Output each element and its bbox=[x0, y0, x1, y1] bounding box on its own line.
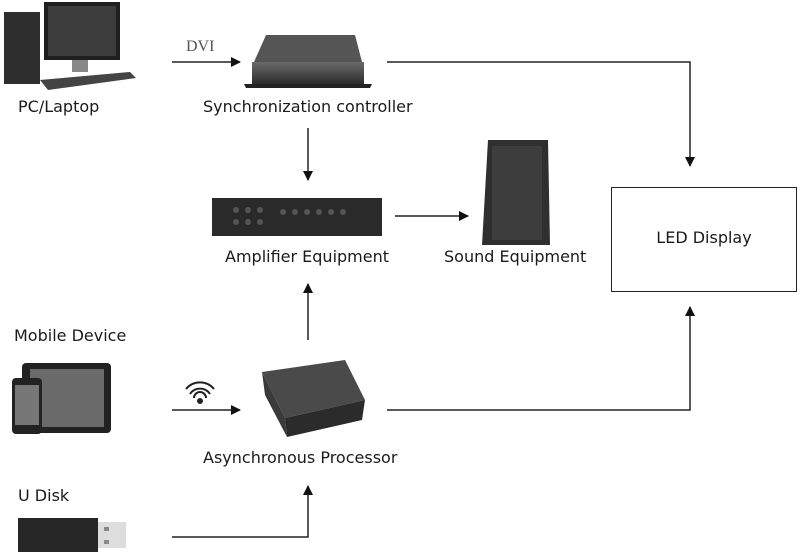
speaker-icon bbox=[482, 140, 550, 245]
desktop-computer-icon bbox=[4, 2, 136, 90]
sync-label: Synchronization controller bbox=[203, 97, 413, 116]
led-display-box: LED Display bbox=[611, 187, 797, 292]
async-processor-box-icon bbox=[262, 360, 365, 437]
amp-label: Amplifier Equipment bbox=[225, 247, 390, 266]
dvi-label: DVI bbox=[186, 38, 215, 55]
tablet-phone-icon bbox=[12, 363, 111, 434]
udisk-label: U Disk bbox=[18, 486, 70, 505]
edge-async-led bbox=[387, 306, 695, 411]
led-display-label: LED Display bbox=[656, 228, 752, 247]
pc-label: PC/Laptop bbox=[18, 97, 100, 116]
usb-drive-icon bbox=[18, 518, 126, 552]
async-label: Asynchronous Processor bbox=[203, 448, 398, 467]
edge-udisk-async bbox=[172, 485, 313, 538]
rack-amplifier-icon bbox=[212, 198, 382, 236]
sound-label: Sound Equipment bbox=[444, 247, 587, 266]
sync-controller-box-icon bbox=[244, 35, 372, 88]
edge-sync-led bbox=[387, 61, 695, 167]
mobile-label: Mobile Device bbox=[14, 326, 127, 345]
wifi-icon bbox=[185, 381, 215, 404]
